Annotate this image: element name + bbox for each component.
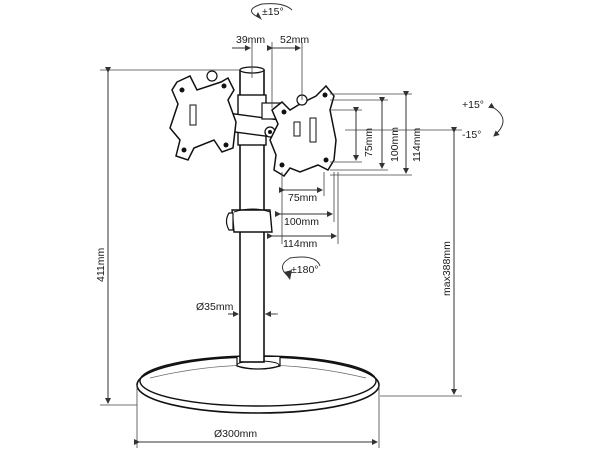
tilt-top-arrow xyxy=(251,3,293,20)
height-411mm: 411mm xyxy=(95,248,107,282)
vesa-114-width: 114mm xyxy=(283,238,317,250)
base-diameter-label: Ø300mm xyxy=(214,428,257,440)
tilt-plus-label: +15° xyxy=(462,99,484,111)
base xyxy=(136,355,380,414)
dimension-lines xyxy=(100,42,504,448)
tilt-minus-label: -15° xyxy=(462,129,481,141)
tilt-top-label: ±15° xyxy=(262,6,284,18)
dim-39mm: 39mm xyxy=(236,34,265,46)
rotate-180-arrow xyxy=(282,256,321,280)
vesa-plate-left xyxy=(169,70,237,161)
vesa-100-width: 100mm xyxy=(284,216,319,228)
pole-diameter-label: Ø35mm xyxy=(196,301,234,313)
height-max-388mm: max388mm xyxy=(441,241,453,296)
vesa-plate-right xyxy=(269,84,337,177)
vesa-75-width: 75mm xyxy=(288,192,317,204)
vesa-75-height: 75mm xyxy=(363,128,375,157)
vesa-114-height: 114mm xyxy=(411,128,423,162)
rotate-180-label: ±180° xyxy=(291,264,318,276)
vesa-100-height: 100mm xyxy=(389,127,401,162)
cable-clip xyxy=(225,208,273,233)
dim-52mm: 52mm xyxy=(280,34,309,46)
